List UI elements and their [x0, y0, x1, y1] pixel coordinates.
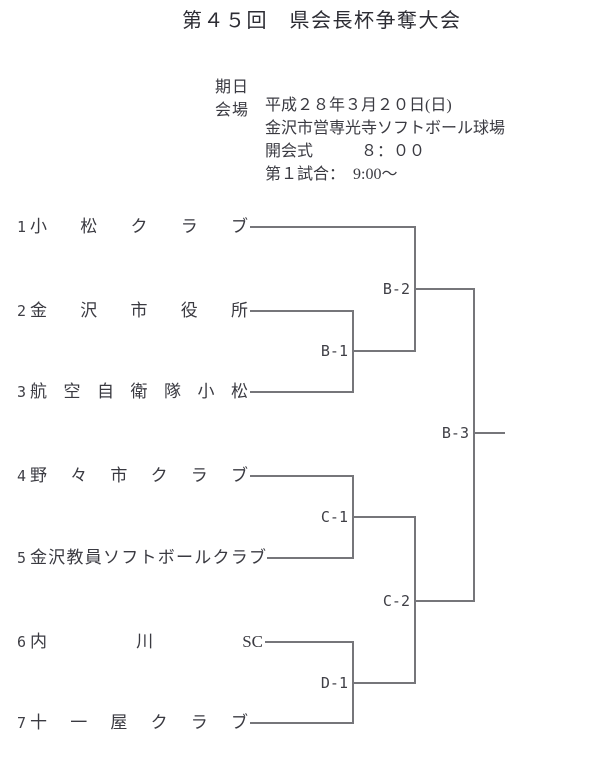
match-label: B-3: [441, 424, 469, 442]
match-label: B-2: [382, 280, 410, 298]
team-name-char: 野: [30, 466, 47, 485]
team-name-char: 所: [231, 301, 248, 320]
team-name-char: 十: [30, 713, 47, 732]
team-number: 1: [16, 218, 26, 236]
team-name-char: ブ: [249, 548, 266, 567]
team-name-char: SC: [242, 632, 263, 651]
team-number: 5: [16, 549, 26, 567]
info-label-venue: 会場: [215, 102, 250, 119]
team-name-char: 役: [180, 301, 198, 320]
team-name-char: 松: [231, 382, 248, 401]
info-row-venue: 会場 金沢市営専光寺ソフトボール球場: [0, 84, 600, 137]
team-number: 7: [16, 714, 26, 732]
team-name-char: 沢: [80, 301, 98, 320]
page-title: 第４５回 県会長杯争奪大会: [182, 10, 462, 32]
team-name: 十一屋クラブ: [30, 713, 248, 733]
team-name: 小松クラブ: [30, 217, 248, 237]
team-name-char: ボ: [157, 548, 175, 567]
team-line: [267, 557, 354, 559]
team-name: 航空自衛隊小松: [30, 382, 248, 402]
team-number: 6: [16, 633, 26, 651]
match-output-line: [352, 682, 416, 684]
info-value-venue: 金沢市営専光寺ソフトボール球場: [265, 120, 506, 137]
team-line: [250, 310, 354, 312]
team-name-char: 川: [136, 632, 154, 651]
team-name-char: ル: [194, 548, 212, 567]
team-name: 内 川 SC: [30, 632, 263, 652]
team-name: 金沢教員ソフトボールクラブ: [30, 548, 266, 568]
match-label: C-1: [320, 508, 348, 526]
team-line: [250, 722, 354, 724]
team-name-char: ラ: [190, 713, 208, 732]
team-name-char: ト: [139, 548, 157, 567]
match-output-line: [473, 432, 505, 434]
match-output-line: [352, 350, 416, 352]
info-label-date: 期日: [215, 79, 250, 96]
match-output-line: [414, 288, 475, 290]
team-name-char: ク: [150, 466, 168, 485]
match-label: B-1: [320, 342, 348, 360]
team-name-char: 小: [197, 382, 215, 401]
team-name-char: 員: [84, 548, 102, 567]
team-name-char: 空: [63, 382, 81, 401]
match-output-line: [414, 600, 475, 602]
match-label: D-1: [320, 674, 348, 692]
team-name-char: 隊: [164, 382, 181, 401]
match-label: C-2: [382, 592, 410, 610]
team-name-char: 教: [66, 548, 84, 567]
team-name: 金沢市役所: [30, 301, 248, 321]
match-output-line: [352, 516, 416, 518]
team-name-char: 衛: [130, 382, 148, 401]
team-name-char: 沢: [48, 548, 66, 567]
team-name-char: ラ: [230, 548, 248, 567]
team-name-char: ブ: [231, 217, 248, 236]
team-name-char: 々: [70, 466, 88, 485]
info-value-first-game: 第１試合： 9:00～: [265, 166, 398, 183]
info-row-first-game: 第１試合： 9:00～: [0, 130, 600, 183]
info-value-date: 平成２８年３月２０日(日): [265, 97, 452, 114]
team-name-char: ク: [150, 713, 168, 732]
info-row-opening: 開会式 ８：００: [0, 107, 600, 160]
team-name-char: ク: [212, 548, 230, 567]
team-name-char: 市: [110, 466, 128, 485]
team-number: 2: [16, 302, 26, 320]
info-row-date: 期日 平成２８年３月２０日(日): [0, 61, 600, 114]
team-name-char: 一: [70, 713, 88, 732]
team-name-char: 内: [30, 632, 47, 651]
info-value-opening: 開会式 ８：００: [265, 143, 426, 160]
team-line: [250, 226, 416, 228]
team-name: 野々市クラブ: [30, 466, 248, 486]
team-name-char: 金: [30, 548, 47, 567]
team-name-char: 屋: [110, 713, 128, 732]
team-number: 3: [16, 383, 26, 401]
team-name-char: ラ: [180, 217, 198, 236]
team-name-char: ク: [130, 217, 148, 236]
team-name-char: ラ: [190, 466, 208, 485]
team-line: [265, 641, 354, 643]
team-name-char: ブ: [230, 713, 248, 732]
team-name-char: 金: [30, 301, 47, 320]
team-name-char: 航: [30, 382, 47, 401]
team-number: 4: [16, 467, 26, 485]
match-vertical-line: [473, 288, 475, 602]
team-name-char: 市: [130, 301, 148, 320]
team-name-char: 小: [30, 217, 47, 236]
team-name-char: ブ: [230, 466, 248, 485]
team-name-char: ー: [176, 548, 193, 567]
team-name-char: フ: [121, 548, 139, 567]
team-name-char: 自: [97, 382, 114, 401]
team-line: [250, 475, 354, 477]
team-name-char: 松: [80, 217, 98, 236]
team-line: [250, 391, 354, 393]
team-name-char: ソ: [103, 548, 120, 567]
